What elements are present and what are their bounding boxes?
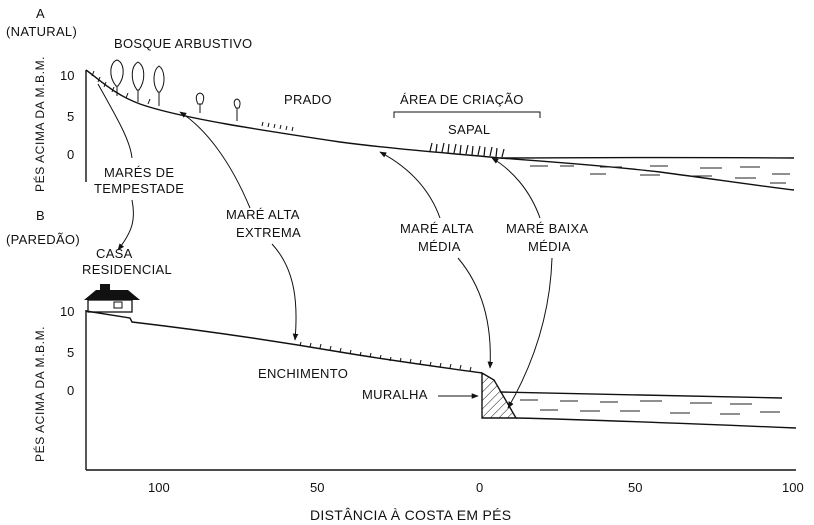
panel-a-letter: A bbox=[36, 6, 45, 21]
storm-arrow-lower bbox=[117, 199, 134, 251]
x-tick-100-right: 100 bbox=[782, 480, 804, 495]
panel-b-seabed bbox=[515, 417, 797, 429]
label-mean-low-2: MÉDIA bbox=[528, 239, 571, 254]
tide-arrows bbox=[97, 83, 553, 409]
panel-b-water-dashes bbox=[520, 399, 780, 415]
x-tick-50-left: 50 bbox=[310, 480, 324, 495]
x-tick-100-left: 100 bbox=[148, 480, 170, 495]
label-breeding-area: ÁREA DE CRIAÇÃO bbox=[400, 92, 524, 107]
label-fill: ENCHIMENTO bbox=[258, 366, 348, 381]
panel-b-grass bbox=[299, 341, 472, 372]
label-extreme-high-1: MARÉ ALTA bbox=[226, 207, 300, 222]
x-tick-0: 0 bbox=[476, 480, 483, 495]
label-extreme-high-2: EXTREMA bbox=[236, 225, 301, 240]
label-house-2: RESIDENCIAL bbox=[82, 262, 172, 277]
panel-b-fill-profile bbox=[85, 310, 483, 374]
label-seawall: MURALHA bbox=[362, 387, 428, 402]
panel-b-y-tick-5: 5 bbox=[67, 345, 74, 360]
panel-a-ground-profile bbox=[85, 69, 795, 191]
mean-low-arrow-lower bbox=[507, 257, 553, 409]
label-woodland: BOSQUE ARBUSTIVO bbox=[114, 36, 252, 51]
salt-marsh-vegetation bbox=[429, 142, 505, 158]
mean-low-arrow-upper bbox=[491, 157, 541, 219]
panel-b-y-tick-10: 10 bbox=[60, 304, 74, 319]
label-salt-marsh: SAPAL bbox=[448, 122, 490, 137]
label-storm-tides-1: MARÉS DE bbox=[104, 165, 174, 180]
panel-a-y-tick-10: 10 bbox=[60, 68, 74, 83]
label-meadow: PRADO bbox=[284, 92, 332, 107]
meadow-grass bbox=[91, 70, 294, 132]
mean-high-arrow-lower bbox=[457, 257, 494, 369]
panel-a-y-tick-5: 5 bbox=[67, 109, 74, 124]
x-axis-label: DISTÂNCIA À COSTA EM PÉS bbox=[310, 507, 511, 523]
label-storm-tides-2: TEMPESTADE bbox=[94, 181, 184, 196]
mean-high-arrow-upper bbox=[379, 151, 441, 219]
panel-b-subtitle: (PAREDÃO) bbox=[6, 232, 80, 247]
panel-a-subtitle: (NATURAL) bbox=[6, 24, 77, 39]
label-mean-high-2: MÉDIA bbox=[418, 239, 461, 254]
label-mean-low-1: MARÉ BAIXA bbox=[506, 221, 588, 236]
house-icon bbox=[84, 284, 140, 313]
label-house-1: CASA bbox=[96, 246, 133, 261]
breeding-area-bracket bbox=[393, 111, 541, 118]
x-tick-50-right: 50 bbox=[628, 480, 642, 495]
panel-b-y-axis-label: PÉS ACIMA DA M.B.M. bbox=[32, 326, 47, 462]
seawall-shape bbox=[481, 371, 518, 419]
extreme-arrow-upper bbox=[179, 111, 251, 209]
panel-b-water-surface bbox=[499, 391, 783, 399]
label-mean-high-1: MARÉ ALTA bbox=[400, 221, 474, 236]
panel-b-y-tick-0: 0 bbox=[67, 383, 74, 398]
panel-a-y-axis-label: PÉS ACIMA DA M.B.M. bbox=[32, 56, 47, 192]
shrub-trees bbox=[110, 59, 241, 121]
panel-a-y-tick-0: 0 bbox=[67, 147, 74, 162]
panel-b-letter: B bbox=[36, 208, 45, 223]
storm-arrow-upper bbox=[97, 83, 133, 159]
extreme-arrow-lower bbox=[271, 243, 299, 341]
panel-a-water-dashes bbox=[530, 165, 790, 184]
